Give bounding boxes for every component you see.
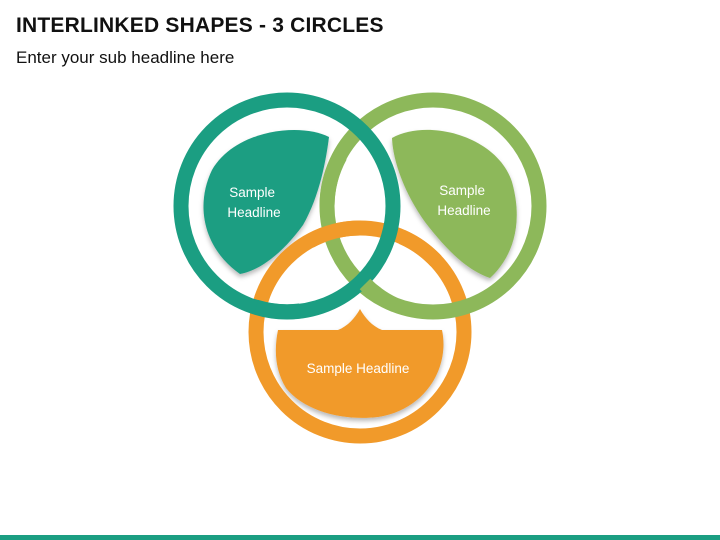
orange-ring-overlap (306, 220, 442, 267)
orange-blob (275, 309, 444, 418)
teal-blob (203, 129, 329, 274)
bottom-accent-bar (0, 535, 720, 540)
orange-label: Sample Headline (307, 361, 410, 376)
green-blob (392, 129, 517, 278)
page-subtitle: Enter your sub headline here (16, 48, 235, 67)
page-title: INTERLINKED SHAPES - 3 CIRCLES (16, 14, 384, 37)
teal-label: Sample Headline (227, 185, 280, 220)
green-ring-overlap-bottom (359, 278, 399, 312)
teal-ring-overlap (253, 299, 301, 320)
green-ring-overlap (319, 152, 347, 207)
green-label: Sample Headline (437, 183, 490, 218)
